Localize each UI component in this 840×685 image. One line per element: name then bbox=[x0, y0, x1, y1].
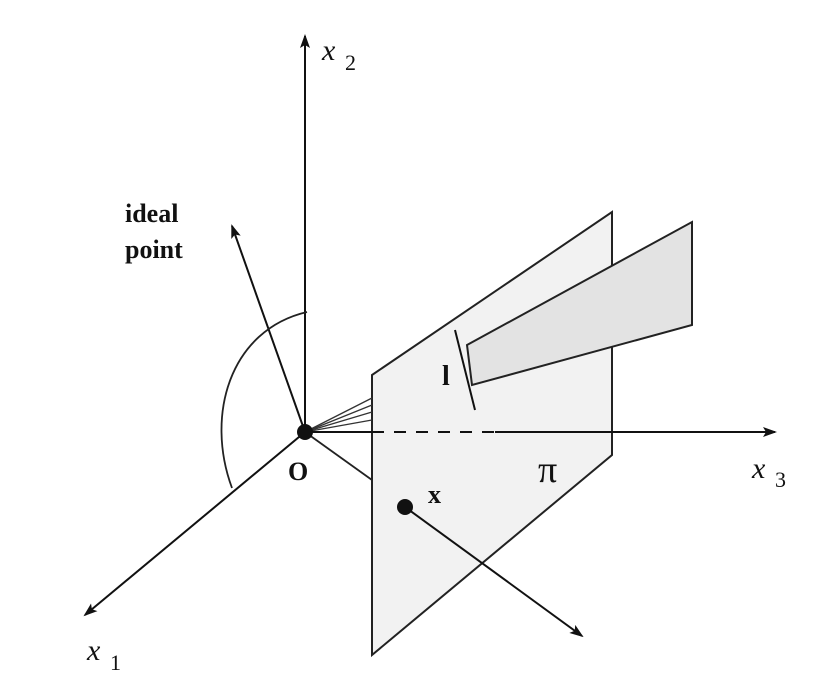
origin-point bbox=[297, 424, 313, 440]
ray-line-3 bbox=[304, 411, 373, 433]
ray-line-2 bbox=[304, 404, 373, 433]
point-x-dot bbox=[397, 499, 413, 515]
ideal-point-label-line2: point bbox=[125, 235, 183, 264]
plane-pi-label: π bbox=[538, 449, 557, 491]
x1-axis-label: x bbox=[86, 634, 101, 667]
x3-axis-label-sub: 3 bbox=[775, 467, 786, 492]
line-l-label: l bbox=[442, 361, 450, 392]
x1-axis-label-sub: 1 bbox=[110, 650, 121, 675]
x2-axis-label: x bbox=[321, 34, 336, 67]
ray-line-1 bbox=[304, 397, 373, 433]
x2-axis-label-sub: 2 bbox=[345, 50, 356, 75]
ray-origin-plane bbox=[304, 431, 373, 481]
origin-label: O bbox=[288, 457, 308, 486]
x3-axis-label: x bbox=[751, 452, 766, 485]
point-ray bbox=[404, 506, 584, 638]
ray-line-4 bbox=[304, 419, 373, 433]
point-x-label: x bbox=[428, 480, 441, 509]
x1-axis bbox=[83, 431, 306, 617]
ideal-point-label-line1: ideal bbox=[125, 199, 178, 228]
line-l bbox=[454, 329, 476, 411]
line-plane-wedge bbox=[465, 220, 693, 387]
ideal-arc bbox=[220, 311, 308, 489]
plane-pi bbox=[371, 210, 613, 658]
